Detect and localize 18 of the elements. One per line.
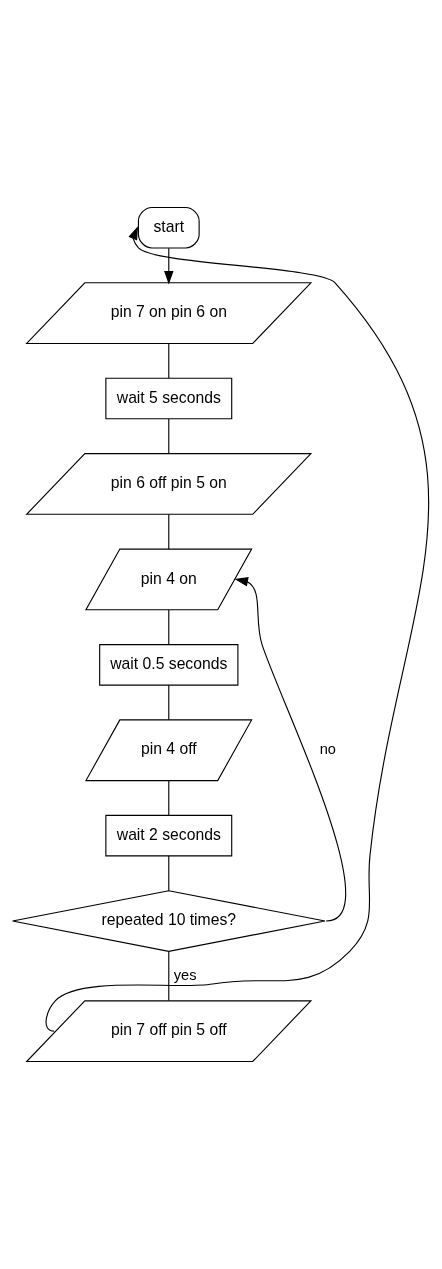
node-box: start [137,206,200,249]
connector [168,855,170,892]
connector [168,951,170,1002]
connector [168,780,170,816]
connector [168,609,170,645]
node-box: wait 0.5 seconds [99,644,239,686]
node-box: wait 5 seconds [105,377,233,420]
arrow [164,247,174,285]
edge-label: yes [173,966,197,983]
connector [168,514,170,550]
node-box: wait 2 seconds [105,814,233,857]
arrow [234,577,346,922]
connector [168,684,170,721]
node-diamond: repeated 10 times? [12,890,326,952]
arrow [45,226,430,1032]
connector [168,343,170,379]
edge-label: no [319,741,336,758]
connector [168,418,170,455]
